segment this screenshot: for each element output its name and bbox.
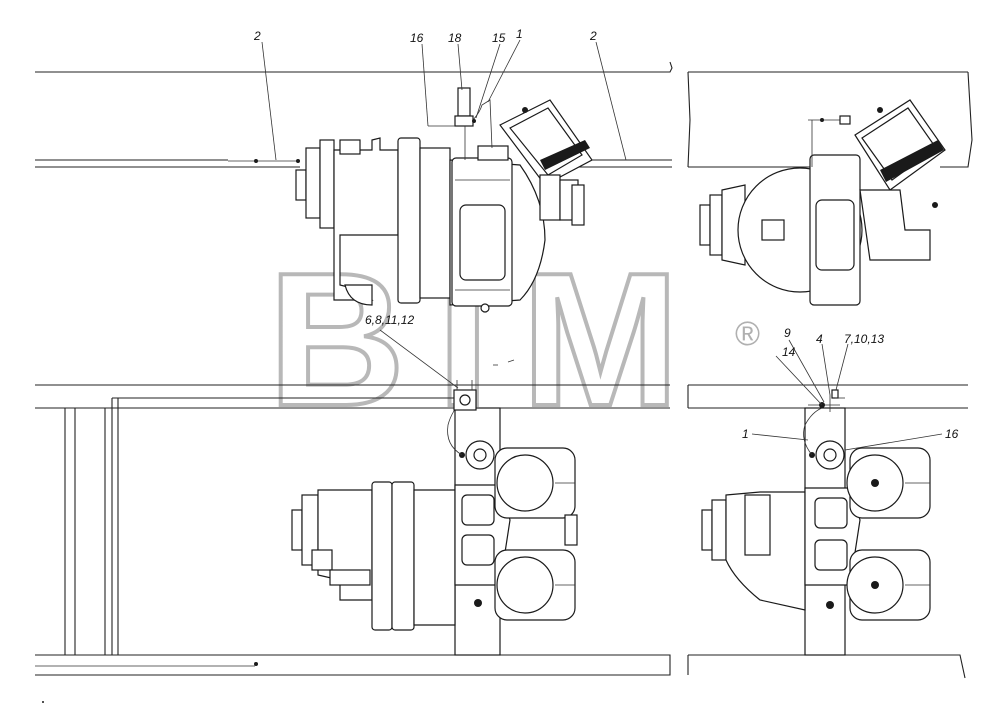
upper-sensor-assembly — [454, 87, 493, 160]
callout-2-right: 2 — [589, 29, 597, 43]
callout-18: 18 — [448, 31, 462, 45]
callout-16-bottom: 16 — [945, 427, 959, 441]
lower-right-gear-unit — [701, 407, 931, 621]
lower-frame-left — [35, 384, 671, 676]
leader-lines — [261, 39, 943, 451]
watermark-registered-mark: ® — [735, 315, 760, 353]
brake-line-2 — [228, 159, 300, 163]
upper-right-gear-unit — [699, 99, 946, 306]
upper-frame-right — [687, 71, 973, 168]
callout-9: 9 — [784, 326, 791, 340]
callout-2-left: 2 — [253, 29, 261, 43]
callout-6-8-11-12: 6,8,11,12 — [365, 313, 414, 327]
lower-left-gear-unit — [291, 401, 578, 631]
callout-labels: 2 16 18 15 1 2 6,8,11,12 9 14 4 7,10,13 … — [253, 27, 959, 441]
callout-16-top: 16 — [410, 31, 424, 45]
callout-14: 14 — [782, 345, 796, 359]
lower-left-valve-block — [453, 359, 515, 411]
callout-15: 15 — [492, 31, 506, 45]
callout-1-bottom: 1 — [742, 427, 749, 441]
callout-4: 4 — [816, 332, 823, 346]
callout-1-top: 1 — [516, 27, 523, 41]
upper-left-gear-unit — [295, 99, 593, 313]
callout-7-10-13: 7,10,13 — [844, 332, 884, 346]
